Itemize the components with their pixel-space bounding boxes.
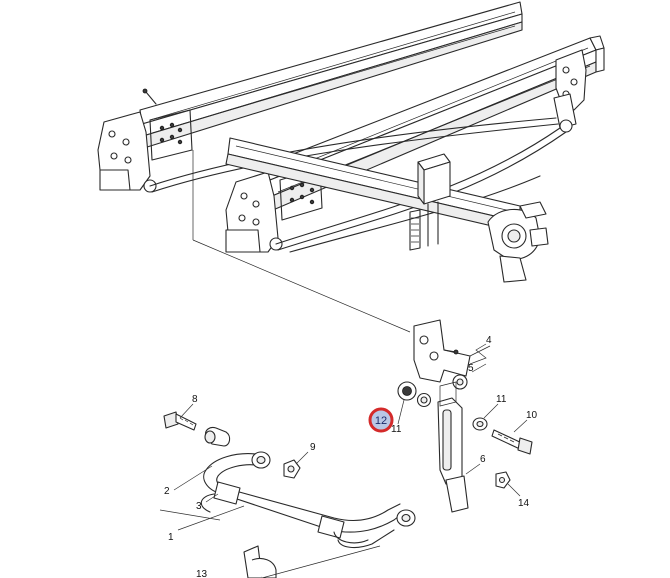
callout-11-left[interactable]: 11 [391, 424, 402, 435]
right-shackle-bracket [553, 49, 587, 133]
callout-1[interactable]: 1 [168, 532, 174, 543]
frame-axle-assembly [97, 1, 605, 333]
callout-10[interactable]: 10 [526, 410, 538, 421]
callout-3[interactable]: 3 [196, 501, 202, 512]
callout-9[interactable]: 9 [310, 442, 316, 453]
stabilizer-bar [200, 451, 416, 549]
u-bolt-clamp [409, 153, 451, 251]
left-front-hanger-bracket [225, 167, 323, 253]
callout-2[interactable]: 2 [164, 486, 170, 497]
vertical-link-plate [437, 381, 469, 513]
leader-lines [159, 343, 528, 531]
bushing-sleeve [204, 426, 231, 447]
lower-clamp [243, 545, 277, 578]
callout-8[interactable]: 8 [192, 394, 198, 405]
bushing-washer-left [397, 381, 432, 408]
bolt-left [163, 411, 197, 431]
stabilizer-parts [163, 319, 533, 578]
callout-4[interactable]: 4 [486, 335, 492, 346]
bolt-right [491, 429, 533, 455]
callout-11-right[interactable]: 11 [496, 394, 507, 405]
callout-labels: 1 2 3 4 5 6 8 9 10 11 11 13 14 12 [164, 335, 538, 578]
callout-12-highlight[interactable]: 12 [368, 407, 394, 433]
upper-chassis-rail [139, 1, 523, 149]
wheel-hub-knuckle [487, 201, 549, 283]
callout-5[interactable]: 5 [468, 363, 474, 374]
nut-left [283, 459, 301, 479]
upper-mounting-bracket [413, 319, 471, 390]
washer-right [472, 417, 488, 431]
callout-13[interactable]: 13 [196, 569, 208, 578]
callout-12[interactable]: 12 [375, 415, 387, 427]
left-rear-hanger-bracket [97, 88, 193, 193]
callout-6[interactable]: 6 [480, 454, 486, 465]
nut-right [495, 471, 511, 489]
callout-14[interactable]: 14 [518, 498, 530, 509]
